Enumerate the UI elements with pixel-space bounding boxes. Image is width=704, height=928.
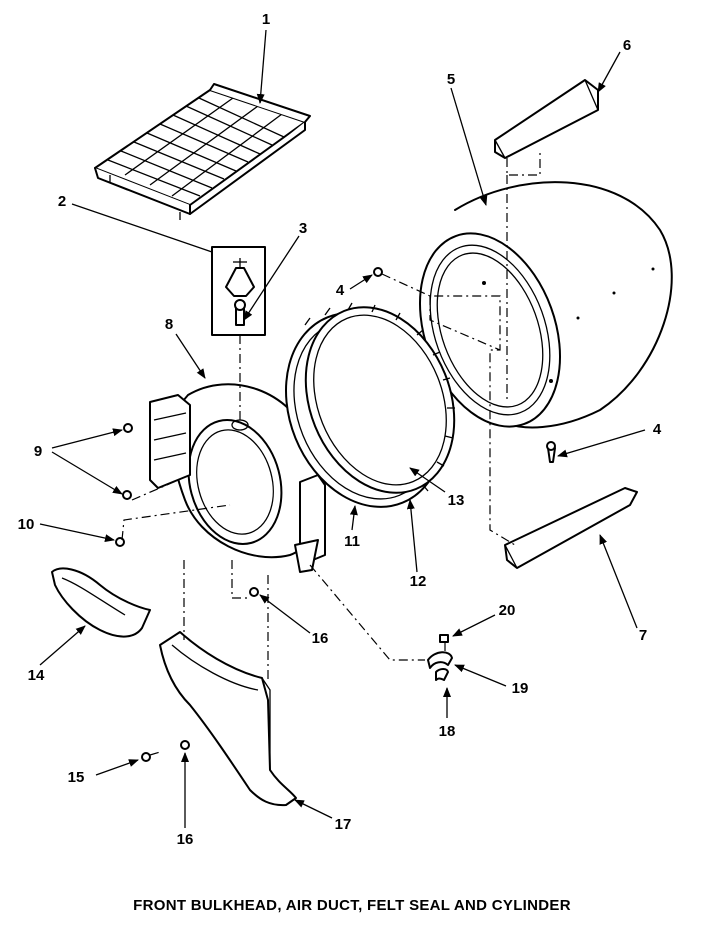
callout-13: 13 [448,492,465,509]
air-duct [159,631,297,807]
drum-cylinder [418,181,673,429]
callout-labels: 1 2 3 4 5 6 4 7 8 9 10 11 12 13 14 15 16… [18,11,662,848]
callout-1: 1 [262,11,270,28]
switch-plunger [234,299,246,326]
callout-6: 6 [623,37,631,54]
callout-12: 12 [410,573,427,590]
callout-10: 10 [18,516,35,533]
callout-17: 17 [335,816,352,833]
door-hinge-clip [427,634,453,681]
upper-baffle [494,79,599,159]
callout-4a: 4 [336,282,345,299]
callout-16b: 16 [177,831,194,848]
callout-3: 3 [299,220,307,237]
lower-trim-piece [51,567,151,638]
alignment-lines [121,150,541,756]
felt-seal-ring [285,302,456,508]
front-bulkhead [149,383,326,573]
callout-16a: 16 [312,630,329,647]
leader-lines [39,29,646,828]
screws [115,267,556,762]
callout-5: 5 [447,71,455,88]
callout-15: 15 [68,769,85,786]
callout-9: 9 [34,443,42,460]
callout-4b: 4 [653,421,662,438]
callout-7: 7 [639,627,647,644]
callout-11: 11 [344,533,360,550]
lint-filter-grille [94,83,311,220]
lower-baffle [504,487,638,569]
callout-8: 8 [165,316,173,333]
callout-2: 2 [58,193,66,210]
callout-20: 20 [499,602,516,619]
diagram-caption: FRONT BULKHEAD, AIR DUCT, FELT SEAL AND … [133,897,571,914]
callout-18: 18 [439,723,456,740]
callout-19: 19 [512,680,529,697]
callout-14: 14 [28,667,45,684]
